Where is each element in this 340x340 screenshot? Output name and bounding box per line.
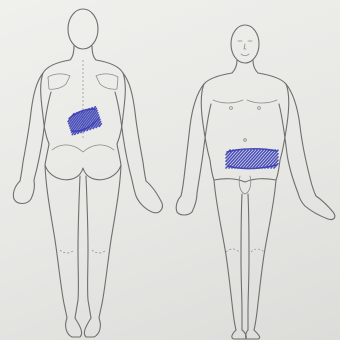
back-pain-marking (66, 106, 102, 135)
anterior-genitals (239, 176, 251, 194)
posterior-right-hand (132, 180, 162, 213)
anterior-right-leg (248, 180, 276, 330)
anterior-left-foot (232, 330, 246, 339)
posterior-left-leg (45, 165, 80, 318)
anterior-kneecaps (226, 249, 264, 252)
posterior-left-scapula (48, 74, 70, 89)
posterior-right-foot (84, 318, 100, 337)
anterior-groin (214, 179, 276, 182)
anterior-left-hand (176, 193, 197, 215)
anterior-chest (213, 100, 277, 109)
posterior-neck (70, 46, 96, 60)
posterior-knee-creases (60, 250, 106, 253)
anterior-left-arm (181, 84, 211, 196)
posterior-head (68, 9, 98, 49)
posterior-buttocks (45, 165, 121, 180)
anterior-left-leg (214, 180, 242, 330)
abdomen-pain-marking (226, 149, 278, 169)
posterior-gluteal-curve (52, 145, 114, 152)
anterior-right-hand (298, 193, 335, 220)
posterior-right-scapula (96, 74, 118, 89)
posterior-left-foot (66, 318, 82, 337)
posterior-left-arm (20, 73, 51, 181)
posterior-figure (13, 9, 162, 337)
anterior-figure (176, 25, 335, 339)
anterior-navel (244, 139, 247, 142)
posterior-right-arm (115, 73, 146, 181)
anterior-right-foot (246, 330, 260, 339)
anterior-face (238, 41, 252, 56)
posterior-right-leg (86, 165, 121, 318)
anterior-neck (232, 60, 258, 73)
posterior-left-hand (13, 180, 34, 204)
